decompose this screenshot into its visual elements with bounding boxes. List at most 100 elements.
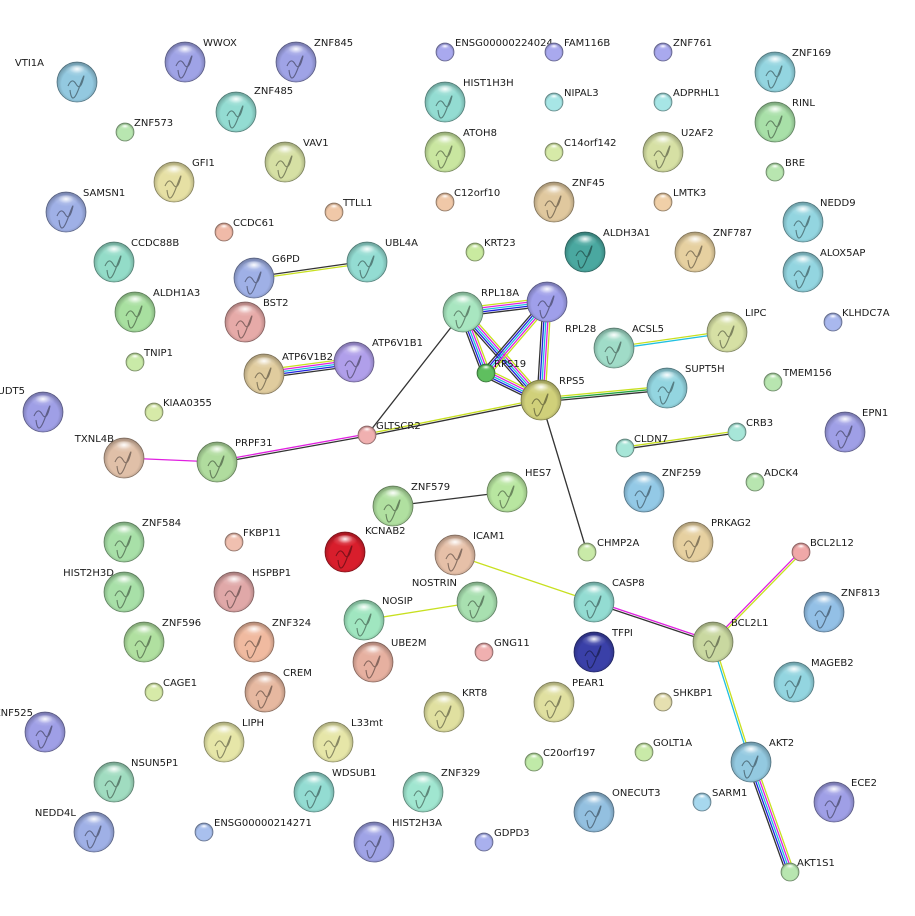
node-epn1[interactable]: EPN1 xyxy=(824,408,888,453)
edge-bcl2l12-bcl2l1[interactable] xyxy=(711,550,803,644)
node-rpl18a[interactable]: RPL18A xyxy=(442,288,519,333)
node-liph[interactable]: LIPH xyxy=(203,718,264,763)
node-bst2[interactable]: BST2 xyxy=(224,298,289,343)
node-shkbp1[interactable]: SHKBP1 xyxy=(653,688,713,712)
node-ece2[interactable]: ECE2 xyxy=(813,778,877,823)
node-hspbp1[interactable]: HSPBP1 xyxy=(213,568,291,613)
node-ube2m[interactable]: UBE2M xyxy=(352,638,427,683)
edge-rps5-supt5h[interactable] xyxy=(540,385,668,403)
node-znf787[interactable]: ZNF787 xyxy=(674,228,752,273)
node-znf845[interactable]: ZNF845 xyxy=(275,38,353,83)
node-gfi1[interactable]: GFI1 xyxy=(153,158,215,203)
node-rpl28[interactable]: RPL28 xyxy=(526,281,596,335)
node-fam116b[interactable]: FAM116B xyxy=(544,38,610,62)
node-crb3[interactable]: CRB3 xyxy=(727,418,773,442)
node-supt5h[interactable]: SUPT5H xyxy=(646,364,725,409)
edge-icam1-casp8[interactable] xyxy=(454,554,595,603)
node-acsl5[interactable]: ACSL5 xyxy=(593,324,664,369)
node-cage1[interactable]: CAGE1 xyxy=(144,678,197,702)
node-mageb2[interactable]: MAGEB2 xyxy=(773,658,854,703)
edge-prpf31-gltscr2[interactable] xyxy=(216,433,368,464)
node-znf45[interactable]: ZNF45 xyxy=(533,178,605,223)
edge-gltscr2-rpl18a[interactable] xyxy=(366,311,464,436)
node-nsun5p1[interactable]: NSUN5P1 xyxy=(93,758,178,803)
node-znf324[interactable]: ZNF324 xyxy=(233,618,311,663)
node-c12orf10[interactable]: C12orf10 xyxy=(435,188,500,212)
node-bre[interactable]: BRE xyxy=(765,158,805,182)
node-nostrin[interactable]: NOSTRIN xyxy=(412,578,498,623)
node-c14orf142[interactable]: C14orf142 xyxy=(544,138,617,162)
node-nipal3[interactable]: NIPAL3 xyxy=(544,88,599,112)
node-znf761[interactable]: ZNF761 xyxy=(653,38,712,62)
node-g6pd[interactable]: G6PD xyxy=(233,254,300,299)
node-nedd4l[interactable]: NEDD4L xyxy=(35,808,115,853)
node-znf579[interactable]: ZNF579 xyxy=(372,482,450,527)
edge-rps5-chmp2a[interactable] xyxy=(540,399,588,553)
node-rps19[interactable]: RPS19 xyxy=(476,359,526,383)
node-klhdc7a[interactable]: KLHDC7A xyxy=(823,308,890,332)
node-znf584[interactable]: ZNF584 xyxy=(103,518,181,563)
node-kiaa0355[interactable]: KIAA0355 xyxy=(144,398,212,422)
node-hist2h3d[interactable]: HIST2H3D xyxy=(63,568,145,613)
node-adprhl1[interactable]: ADPRHL1 xyxy=(653,88,720,112)
node-hist2h3a[interactable]: HIST2H3A xyxy=(353,818,442,863)
node-pear1[interactable]: PEAR1 xyxy=(533,678,605,723)
node-gdpd3[interactable]: GDPD3 xyxy=(474,828,530,852)
node-tfpi[interactable]: TFPI xyxy=(573,628,633,673)
node-aldh3a1[interactable]: ALDH3A1 xyxy=(564,228,650,273)
node-sarm1[interactable]: SARM1 xyxy=(692,788,747,812)
node-nosip[interactable]: NOSIP xyxy=(343,596,413,641)
node-c20orf197[interactable]: C20orf197 xyxy=(524,748,596,772)
node-u2af2[interactable]: U2AF2 xyxy=(642,128,714,173)
node-nedd9[interactable]: NEDD9 xyxy=(782,198,856,243)
node-hist1h3h[interactable]: HIST1H3H xyxy=(424,78,514,123)
node-znf259[interactable]: ZNF259 xyxy=(623,468,701,513)
node-tmem156[interactable]: TMEM156 xyxy=(763,368,832,392)
node-znf329[interactable]: ZNF329 xyxy=(402,768,480,813)
node-samsn1[interactable]: SAMSN1 xyxy=(45,188,125,233)
node-fkbp11[interactable]: FKBP11 xyxy=(224,528,281,552)
node-znf525[interactable]: ZNF525 xyxy=(0,708,66,753)
edge-bcl2l1-akt2[interactable] xyxy=(711,641,753,763)
node-txnl4b[interactable]: TXNL4B xyxy=(74,434,145,479)
node-ensg00000224024[interactable]: ENSG00000224024 xyxy=(435,38,553,62)
node-crem[interactable]: CREM xyxy=(244,668,312,713)
node-tnip1[interactable]: TNIP1 xyxy=(125,348,173,372)
node-alox5ap[interactable]: ALOX5AP xyxy=(782,248,865,293)
node-znf813[interactable]: ZNF813 xyxy=(803,588,880,633)
node-gltscr2[interactable]: GLTSCR2 xyxy=(357,421,421,445)
node-ccdc88b[interactable]: CCDC88B xyxy=(93,238,179,283)
node-atp6v1b1[interactable]: ATP6V1B1 xyxy=(333,338,423,383)
node-rps5[interactable]: RPS5 xyxy=(520,376,585,421)
node-krt23[interactable]: KRT23 xyxy=(465,238,516,262)
node-vti1a[interactable]: VTI1A xyxy=(15,58,98,103)
node-ensg00000214271[interactable]: ENSG00000214271 xyxy=(194,818,312,842)
node-lmtk3[interactable]: LMTK3 xyxy=(653,188,706,212)
node-atp6v1b2[interactable]: ATP6V1B2 xyxy=(243,352,333,395)
node-hes7[interactable]: HES7 xyxy=(486,468,552,513)
node-znf169[interactable]: ZNF169 xyxy=(754,48,831,93)
node-vav1[interactable]: VAV1 xyxy=(264,138,329,183)
node-l33mt[interactable]: L33mt xyxy=(312,718,383,763)
node-krt8[interactable]: KRT8 xyxy=(423,688,487,733)
node-ccdc61[interactable]: CCDC61 xyxy=(214,218,274,242)
node-wdsub1[interactable]: WDSUB1 xyxy=(293,768,376,813)
node-znf485[interactable]: ZNF485 xyxy=(215,86,293,133)
node-atoh8[interactable]: ATOH8 xyxy=(424,128,497,173)
node-bcl2l1[interactable]: BCL2L1 xyxy=(692,618,769,663)
edge-gltscr2-rps5[interactable] xyxy=(366,398,542,437)
node-prpf31[interactable]: PRPF31 xyxy=(196,438,273,483)
node-lipc[interactable]: LIPC xyxy=(706,308,767,353)
edge-cldn7-crb3[interactable] xyxy=(624,430,738,450)
node-rinl[interactable]: RINL xyxy=(754,98,815,143)
node-wwox[interactable]: WWOX xyxy=(164,38,237,83)
node-golt1a[interactable]: GOLT1A xyxy=(634,738,692,762)
node-gng11[interactable]: GNG11 xyxy=(474,638,530,662)
node-kcnab2[interactable]: KCNAB2 xyxy=(324,526,406,573)
node-icam1[interactable]: ICAM1 xyxy=(434,531,505,576)
node-aldh1a3[interactable]: ALDH1A3 xyxy=(114,288,200,333)
node-bcl2l12[interactable]: BCL2L12 xyxy=(791,538,854,562)
node-znf573[interactable]: ZNF573 xyxy=(115,118,173,142)
node-adck4[interactable]: ADCK4 xyxy=(745,468,798,492)
node-akt2[interactable]: AKT2 xyxy=(730,738,794,783)
